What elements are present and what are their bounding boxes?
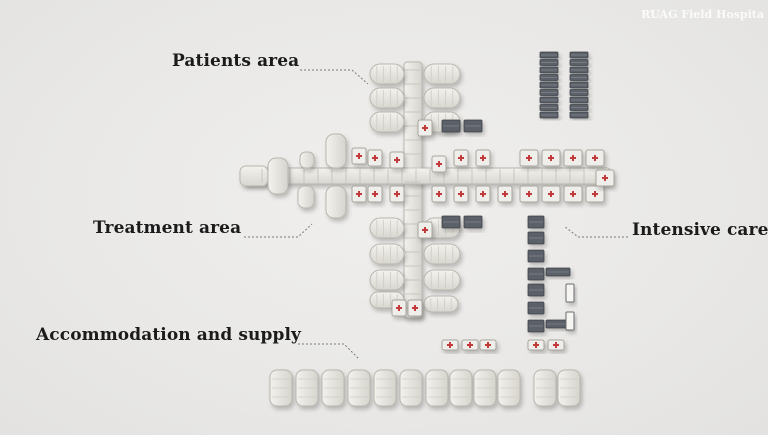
treatment-leader-line — [244, 223, 313, 238]
red-cross-mark — [449, 342, 451, 348]
red-cross-mark — [594, 155, 596, 161]
tent — [423, 243, 461, 265]
icu-unit — [565, 311, 575, 331]
red-cross-mark — [604, 175, 606, 181]
red-cross-mark — [535, 342, 537, 348]
red-cross-mark — [528, 155, 530, 161]
red-cross-mark — [460, 155, 462, 161]
red-cross-mark — [460, 191, 462, 197]
tent — [369, 87, 405, 109]
tent — [267, 157, 289, 195]
label-patients-area: Patients area — [172, 51, 300, 71]
red-cross-mark — [424, 227, 426, 233]
red-cross-mark — [528, 191, 530, 197]
tent — [369, 111, 405, 133]
watermark-text: RUAG Field Hospita — [641, 8, 764, 21]
accommodation-leader-line — [298, 343, 359, 359]
red-cross-mark — [487, 342, 489, 348]
red-cross-mark — [414, 305, 416, 311]
label-treatment-area: Treatment area — [93, 218, 242, 238]
intensive-leader-line — [563, 225, 628, 238]
containers — [441, 51, 589, 333]
red-cross-mark — [396, 191, 398, 197]
red-cross-mark — [438, 161, 440, 167]
tent — [299, 151, 315, 169]
tent — [297, 185, 315, 209]
tent — [369, 63, 405, 85]
red-cross-mark — [424, 125, 426, 131]
tents — [267, 63, 461, 313]
icu-unit — [565, 283, 575, 303]
red-cross-mark — [572, 191, 574, 197]
red-cross-mark — [555, 342, 557, 348]
red-cross-mark — [374, 155, 376, 161]
red-cross-mark — [358, 191, 360, 197]
tent — [369, 217, 405, 239]
red-cross-mark — [482, 155, 484, 161]
red-cross-mark — [374, 191, 376, 197]
accommodation-tents — [269, 369, 581, 407]
red-cross-mark — [398, 305, 400, 311]
corridor-end — [239, 165, 269, 187]
red-cross-mark — [438, 191, 440, 197]
leader-lines — [244, 69, 628, 359]
tent — [423, 295, 459, 313]
red-cross-mark — [482, 191, 484, 197]
red-cross-mark — [550, 191, 552, 197]
red-cross-mark — [358, 153, 360, 159]
tent — [423, 63, 461, 85]
patients-leader-line — [300, 69, 369, 85]
red-cross-mark — [572, 155, 574, 161]
corridors — [239, 61, 611, 319]
red-cross-mark — [550, 155, 552, 161]
label-accommodation-and-supply: Accommodation and supply — [36, 325, 301, 345]
label-intensive-care: Intensive care — [632, 220, 768, 240]
tent — [423, 269, 461, 291]
red-cross-mark — [469, 342, 471, 348]
corridor-horizontal — [243, 167, 611, 185]
red-cross-mark — [594, 191, 596, 197]
medical-modules — [351, 119, 615, 351]
tent — [369, 243, 405, 265]
red-cross-mark — [396, 157, 398, 163]
tent — [325, 185, 347, 219]
tent — [325, 133, 347, 169]
tent — [423, 87, 461, 109]
red-cross-mark — [504, 191, 506, 197]
tent — [369, 269, 405, 291]
